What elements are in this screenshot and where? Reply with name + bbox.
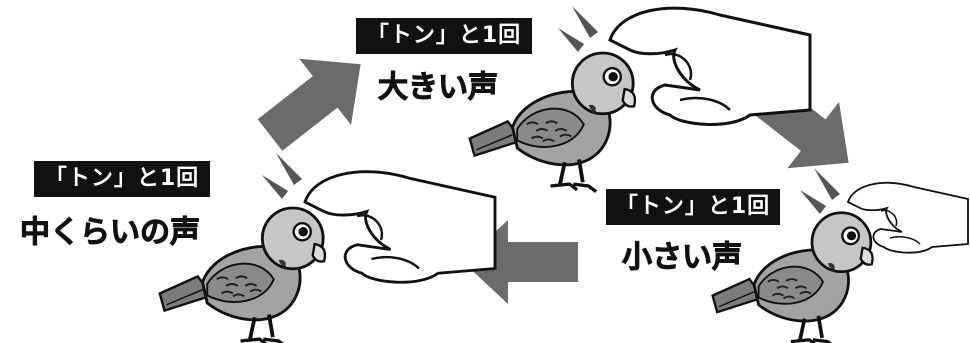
caption-medium-voice: 中くらいの声 xyxy=(20,215,201,251)
tap-impact-right xyxy=(800,168,840,214)
tap-label-top: 「トン」と1回 xyxy=(356,18,532,54)
tap-impact-top xyxy=(558,6,598,52)
caption-loud-voice: 大きい声 xyxy=(378,70,499,106)
hand-left xyxy=(303,170,497,284)
hand-top xyxy=(608,6,812,126)
caption-quiet-voice: 小さい声 xyxy=(622,240,743,276)
tap-impact-left xyxy=(262,153,302,199)
tap-label-left: 「トン」と1回 xyxy=(34,161,210,197)
tap-label-right: 「トン」と1回 xyxy=(606,189,780,225)
